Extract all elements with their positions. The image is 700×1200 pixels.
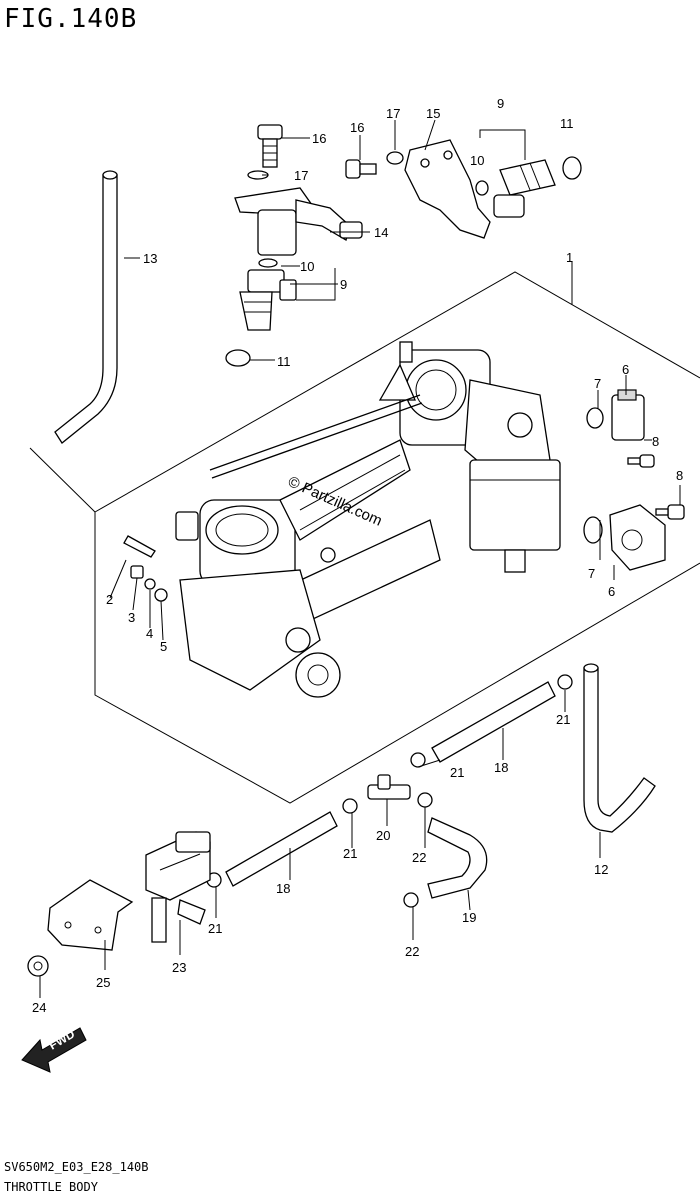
injector-holder-part-14: [234, 187, 363, 256]
callout-8b: 8: [676, 468, 683, 483]
callout-12: 12: [594, 862, 608, 877]
callout-7a: 7: [594, 376, 601, 391]
forward-arrow-icon: FWD: [21, 1027, 87, 1073]
callout-22a: 22: [412, 850, 426, 865]
callout-21b: 21: [450, 765, 464, 780]
leader-lines: [39, 119, 681, 998]
callout-10b: 10: [300, 259, 314, 274]
callout-21a: 21: [556, 712, 570, 727]
callout-6b: 6: [608, 584, 615, 599]
sensor-part-6-lower: [609, 504, 666, 571]
callout-25: 25: [96, 975, 110, 990]
callout-9a: 9: [497, 96, 504, 111]
hose-part-18-lower: [225, 811, 338, 887]
callout-16b: 16: [350, 120, 364, 135]
callout-6a: 6: [622, 362, 629, 377]
hose-part-19: [427, 817, 488, 899]
clamp-part-22-b: [403, 892, 419, 908]
callout-20: 20: [376, 828, 390, 843]
callout-16a: 16: [312, 131, 326, 146]
oring-part-7-upper: [586, 407, 604, 429]
screw-part-16-right: [345, 159, 377, 179]
assembly-outline: [29, 271, 700, 804]
callout-3: 3: [128, 610, 135, 625]
oring-part-17-right: [386, 151, 404, 165]
bracket-part-25: [47, 879, 134, 951]
cushion-part-11-right: [562, 156, 582, 180]
injector-part-9: [239, 269, 297, 331]
callout-15: 15: [426, 106, 440, 121]
figure-name: THROTTLE BODY: [4, 1180, 98, 1194]
callout-17b: 17: [294, 168, 308, 183]
injector-part-9-right: [493, 159, 556, 218]
seal-part-10-right: [475, 180, 489, 196]
sensor-part-6-upper: [611, 389, 645, 441]
callout-18a: 18: [494, 760, 508, 775]
screw-part-8-lower: [655, 504, 685, 520]
hose-part-13: [54, 170, 118, 444]
screw-part-2: [123, 535, 156, 558]
callout-2: 2: [106, 592, 113, 607]
callout-21c: 21: [343, 846, 357, 861]
callout-11b: 11: [277, 354, 291, 369]
nut-part-24: [27, 955, 49, 977]
callouts: 1 2 3 4 5 6 6 7 7 8 8 9 9 10 10 11 11 12…: [32, 96, 683, 1015]
callout-23: 23: [172, 960, 186, 975]
screw-part-8-upper: [627, 454, 655, 468]
callout-7b: 7: [588, 566, 595, 581]
callout-1: 1: [566, 250, 573, 265]
spring-part-3: [130, 565, 144, 579]
callout-10a: 10: [470, 153, 484, 168]
joint-part-20: [367, 774, 411, 800]
callout-13: 13: [143, 251, 157, 266]
leader-bracket-9: [479, 129, 526, 160]
oring-part-7-lower: [583, 516, 603, 544]
callout-18b: 18: [276, 881, 290, 896]
callout-14: 14: [374, 225, 388, 240]
callout-4: 4: [146, 626, 153, 641]
callout-17a: 17: [386, 106, 400, 121]
callout-8a: 8: [652, 434, 659, 449]
hose-part-12: [583, 663, 656, 833]
callout-11a: 11: [560, 116, 574, 131]
cushion-part-11: [225, 349, 251, 367]
callout-19: 19: [462, 910, 476, 925]
callout-21d: 21: [208, 921, 222, 936]
bracket-part-15: [404, 139, 491, 239]
clamp-part-21-b: [410, 752, 426, 768]
clamp-part-22-a: [417, 792, 433, 808]
figure-code: SV650M2_E03_E28_140B: [4, 1160, 149, 1174]
valve-part-23: [145, 831, 211, 943]
callout-9b: 9: [340, 277, 347, 292]
callout-24: 24: [32, 1000, 46, 1015]
screw-part-16: [257, 124, 283, 168]
callout-5: 5: [160, 639, 167, 654]
callout-22b: 22: [405, 944, 419, 959]
washer-part-4: [144, 578, 156, 590]
clamp-part-21-c: [342, 798, 358, 814]
figure-title: FIG.140B: [4, 4, 138, 34]
clamp-part-21-a: [557, 674, 573, 690]
seal-part-10: [258, 258, 278, 268]
hose-part-18-upper: [431, 681, 556, 763]
washer-part-5: [154, 588, 168, 602]
throttle-body-part-1: [175, 341, 561, 698]
